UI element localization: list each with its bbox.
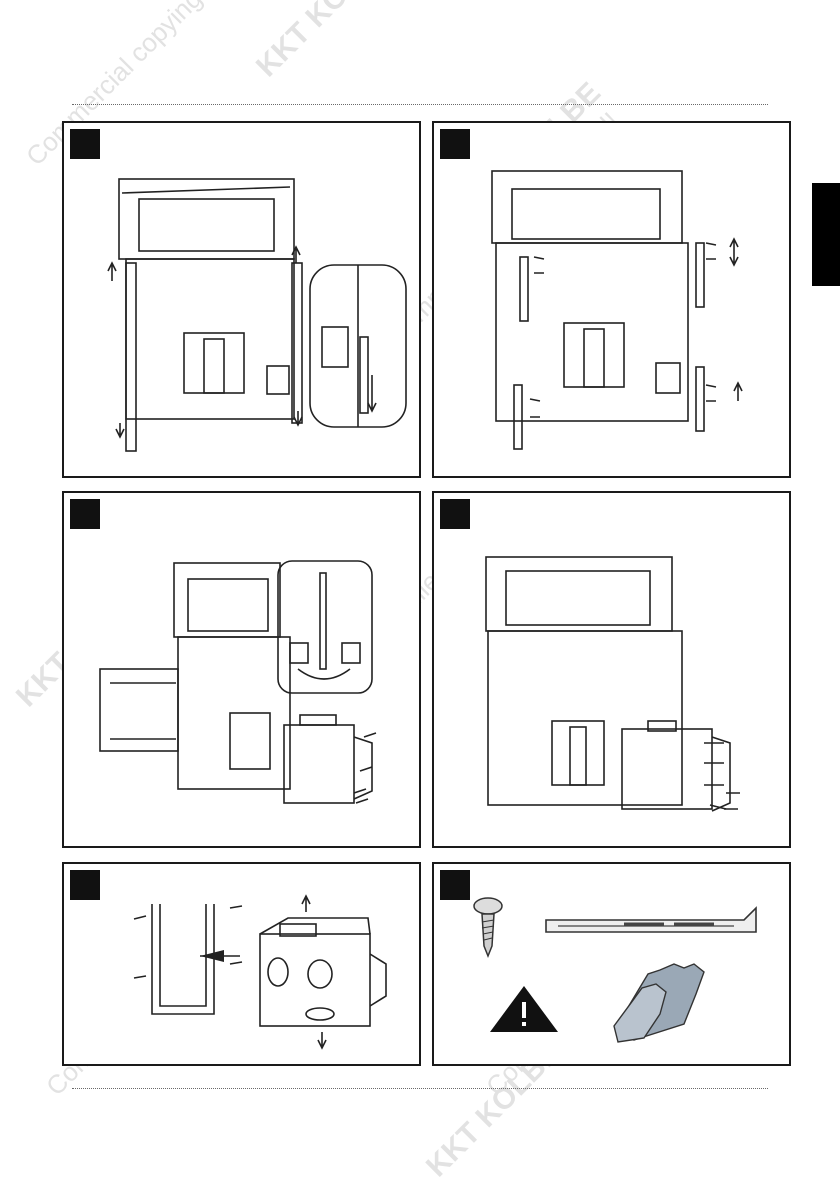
bottom-divider	[72, 1088, 768, 1089]
language-tab	[812, 183, 840, 286]
top-divider	[72, 104, 768, 105]
step-panel-6	[432, 862, 791, 1066]
motor-bracket-diagram	[64, 864, 419, 1064]
gloves-icon	[614, 964, 704, 1042]
motor-side-diagram	[64, 493, 419, 846]
hood-extend-diagram	[64, 123, 419, 476]
step-panel-2	[432, 121, 791, 478]
hood-rails-diagram	[434, 123, 789, 476]
watermark-brand: KKT KOLBE	[250, 0, 398, 84]
motor-rear-diagram	[434, 493, 789, 846]
screw-icon	[474, 898, 502, 956]
parts-diagram	[434, 864, 789, 1064]
warning-icon	[490, 986, 558, 1032]
step-panel-1	[62, 121, 421, 478]
mounting-bracket-icon	[546, 908, 756, 932]
step-panel-4	[432, 491, 791, 848]
step-panel-3	[62, 491, 421, 848]
step-panel-5	[62, 862, 421, 1066]
